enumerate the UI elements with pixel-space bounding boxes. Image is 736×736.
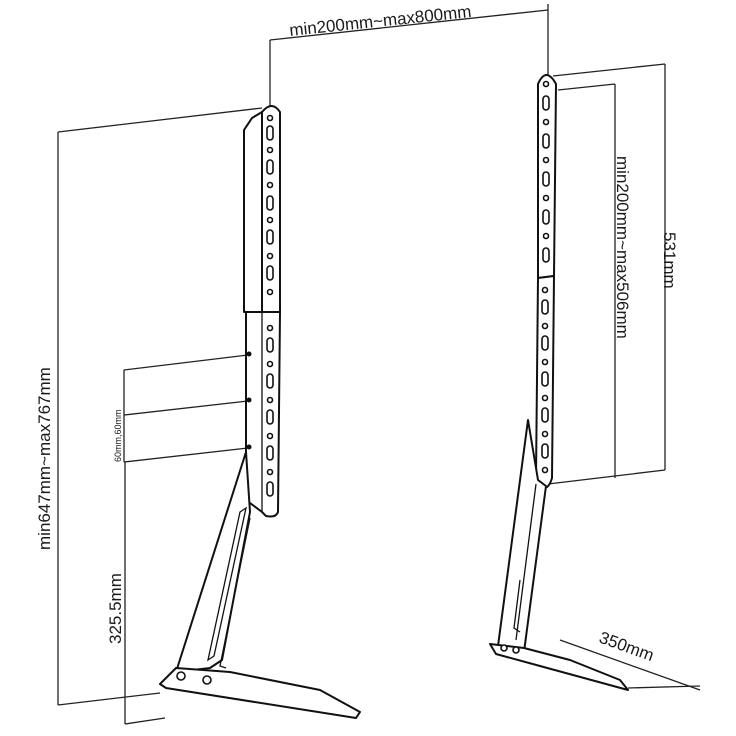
- mount-height-label: 325.5mm: [106, 573, 125, 644]
- overall-height-label: min647mm~max767mm: [35, 367, 54, 550]
- width-label: min200mm~max800mm: [288, 2, 472, 40]
- right-lower-holes: [541, 286, 549, 474]
- right-stand: [489, 74, 629, 691]
- upright-length-dimension: 531mm: [547, 63, 679, 485]
- left-lower-holes: [246, 324, 274, 497]
- hole-spacing-label: 60mm,60mm: [113, 409, 123, 462]
- upright-length-label: 531mm: [660, 232, 679, 289]
- left-stand: [159, 105, 361, 719]
- left-upper-holes: [266, 114, 274, 296]
- width-dimension: min200mm~max800mm: [269, 2, 549, 108]
- right-upper-holes: [542, 80, 550, 263]
- vertical-adjust-label: min200mm~max506mm: [613, 156, 632, 339]
- mount-height-dimension: 325.5mm: [106, 462, 166, 725]
- vertical-adjust-dimension: min200mm~max506mm: [557, 83, 632, 478]
- base-depth-dimension: 350mm: [559, 628, 701, 691]
- base-depth-label: 350mm: [597, 628, 657, 665]
- hole-spacing-dimension: 60mm,60mm: [113, 354, 249, 463]
- overall-height-dimension: min647mm~max767mm: [35, 107, 263, 706]
